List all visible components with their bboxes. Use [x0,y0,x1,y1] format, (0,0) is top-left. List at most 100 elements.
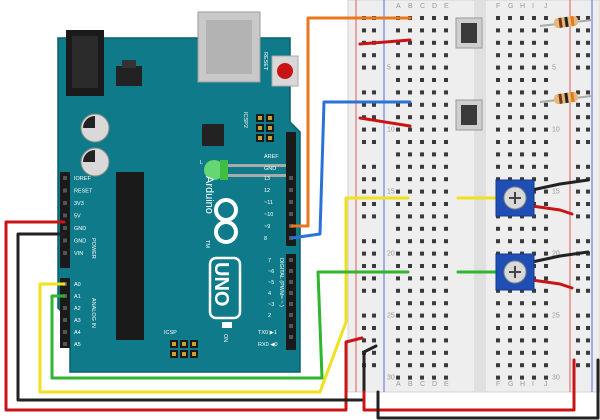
rail-hole [576,90,580,95]
breadboard-hole [444,65,448,70]
breadboard-hole [496,375,500,380]
breadboard-hole [396,251,400,256]
column-letter: A [396,381,401,388]
digital-pin-label: 8 [264,236,267,242]
rail-hole [576,177,580,182]
breadboard-hole [420,251,424,256]
icsp2-pin-tip [258,126,262,130]
breadboard-hole [420,152,424,157]
column-letter: B [408,381,413,388]
power-pin-hole [63,213,67,218]
breadboard-hole [396,140,400,144]
breadboard-hole [420,326,424,330]
breadboard-hole [432,65,436,70]
breadboard-hole [544,16,548,20]
column-letter: C [420,381,425,388]
breadboard-hole [444,375,448,380]
breadboard-hole [544,363,548,368]
breadboard-hole [444,28,448,33]
push-button-1[interactable] [455,17,483,49]
breadboard-hole [432,251,436,256]
breadboard-hole [496,28,500,33]
breadboard-hole [408,177,412,182]
breadboard-hole [496,127,500,132]
breadboard-hole [508,140,512,144]
breadboard-hole [532,338,536,343]
icsp2-pin-tip [268,126,272,130]
rail-hole [372,313,376,318]
breadboard-hole [544,202,548,206]
breadboard-hole [520,301,524,306]
breadboard-hole [508,16,512,20]
rail-hole [372,251,376,256]
breadboard-hole [544,78,548,82]
breadboard-hole [408,313,412,318]
analog-pin-label: A2 [74,306,81,312]
breadboard-hole [420,189,424,194]
breadboard-hole [444,276,448,281]
breadboard-hole [520,28,524,33]
breadboard-hole [408,90,412,95]
breadboard-hole [432,140,436,144]
breadboard-hole [432,288,436,293]
rail-hole [576,40,580,45]
breadboard-hole [544,40,548,45]
digital-pin-hole [289,188,293,192]
power-group-label: POWER [90,238,96,259]
breadboard-hole [420,264,424,268]
breadboard-hole [496,90,500,95]
rail-hole [372,338,376,343]
breadboard-hole [420,164,424,169]
column-letter: G [508,381,513,388]
breadboard-hole [396,90,400,95]
breadboard-hole [444,251,448,256]
breadboard-hole [444,313,448,318]
rail-hole [362,239,366,244]
digital-pin-hole [289,302,293,306]
breadboard-hole [432,338,436,343]
potentiometer-1[interactable] [495,179,535,217]
breadboard-hole [432,90,436,95]
rail-hole [372,90,376,95]
breadboard-hole [532,140,536,144]
rail-hole [576,127,580,132]
breadboard-hole [520,90,524,95]
rx-label: RX0 ◀0 [258,342,278,348]
icsp-pin-tip [182,352,186,356]
digital-pin-label: ~10 [264,212,273,218]
breadboard-hole [544,375,548,380]
breadboard-hole [396,177,400,182]
breadboard-hole [408,326,412,330]
breadboard-hole [532,102,536,107]
breadboard-hole [520,239,524,244]
breadboard-hole [432,202,436,206]
rail-hole [576,189,580,194]
breadboard-hole [520,40,524,45]
rail-hole [372,288,376,293]
wire-red-rail-bridge [362,358,576,412]
rail-hole [362,53,366,58]
breadboard-hole [544,350,548,355]
push-button-2[interactable] [455,99,483,131]
analog-pin-hole [63,318,67,322]
breadboard-hole [532,177,536,182]
rail-hole [586,326,590,330]
rail-hole [586,350,590,355]
breadboard-hole [408,65,412,70]
rail-hole [586,313,590,318]
breadboard-hole [508,164,512,169]
breadboard-hole [420,375,424,380]
breadboard-hole [408,28,412,33]
breadboard-hole [508,78,512,82]
uno-badge [208,256,242,320]
breadboard-hole [520,102,524,107]
breadboard-hole [420,40,424,45]
breadboard-hole [408,115,412,120]
potentiometer-2-body [495,253,535,291]
rail-hole [362,313,366,318]
breadboard-hole [444,78,448,82]
breadboard-hole [496,164,500,169]
reset-button[interactable] [277,63,293,79]
potentiometer-2[interactable] [495,253,535,291]
breadboard-hole [420,115,424,120]
